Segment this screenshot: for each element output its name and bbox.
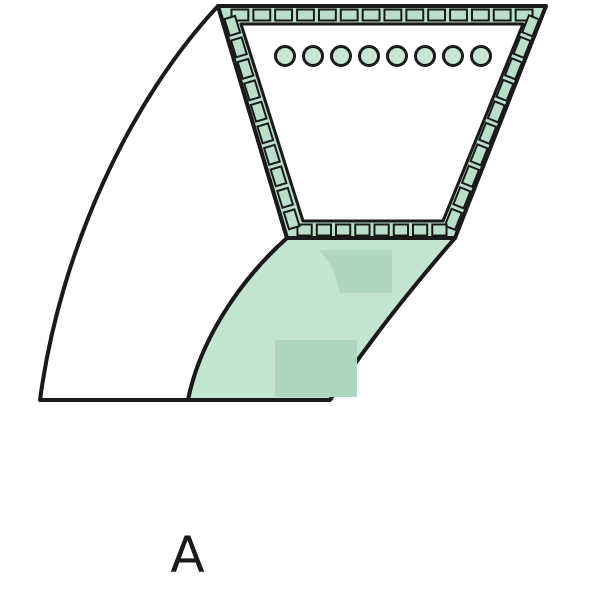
fabric-cell — [443, 207, 464, 232]
fabric-cell — [427, 8, 447, 22]
fabric-cell — [315, 223, 333, 237]
fabric-cell — [361, 8, 381, 22]
fabric-cell — [296, 223, 313, 237]
tension-cords — [274, 45, 492, 67]
fabric-cell — [492, 8, 512, 22]
tension-cord — [414, 45, 436, 67]
fabric-cell — [452, 186, 472, 210]
fabric-cell — [512, 35, 532, 60]
fabric-cell — [274, 8, 294, 22]
fabric-cell — [411, 223, 429, 237]
tension-cord — [470, 45, 492, 67]
fabric-cell — [392, 223, 410, 237]
belt-section-label: A — [170, 526, 205, 584]
rubber-core — [239, 22, 525, 223]
fabric-cell — [282, 208, 301, 231]
fabric-cell — [520, 14, 541, 38]
fabric-cover-cells — [223, 8, 541, 237]
fabric-cell — [339, 8, 359, 22]
fabric-cell — [495, 78, 515, 103]
tension-cord — [302, 45, 324, 67]
fabric-cell — [243, 79, 262, 102]
tension-cord — [442, 45, 464, 67]
fabric-cell — [269, 165, 288, 188]
fabric-cell — [503, 57, 524, 81]
fabric-cell — [276, 186, 295, 210]
fabric-cell — [252, 8, 272, 22]
fabric-cell — [296, 8, 315, 22]
fabric-cell — [405, 8, 425, 22]
tension-cord — [386, 45, 408, 67]
fabric-cell — [460, 164, 481, 189]
fabric-cell — [262, 143, 281, 167]
fabric-cell — [373, 223, 390, 237]
tension-cord — [358, 45, 380, 67]
fabric-cell — [223, 14, 242, 38]
fabric-cell — [486, 100, 507, 124]
fabric-cell — [249, 100, 268, 123]
fabric-cell — [230, 8, 250, 22]
tension-cord — [274, 45, 296, 67]
fabric-cell — [334, 223, 352, 237]
fabric-cell — [256, 122, 275, 145]
fabric-cell — [514, 8, 534, 22]
side-shading-upper — [318, 250, 392, 293]
fabric-cell — [431, 223, 448, 237]
fabric-cell — [229, 36, 248, 59]
fabric-cell — [236, 57, 255, 81]
fabric-cell — [449, 8, 468, 22]
side-shading-lower — [275, 340, 357, 397]
fabric-cell — [469, 143, 489, 167]
fabric-cell — [383, 8, 403, 22]
fabric-cell — [470, 8, 490, 22]
tension-cord — [330, 45, 352, 67]
fabric-cell — [477, 121, 498, 146]
fabric-cell — [317, 8, 337, 22]
fabric-cell — [354, 223, 371, 237]
